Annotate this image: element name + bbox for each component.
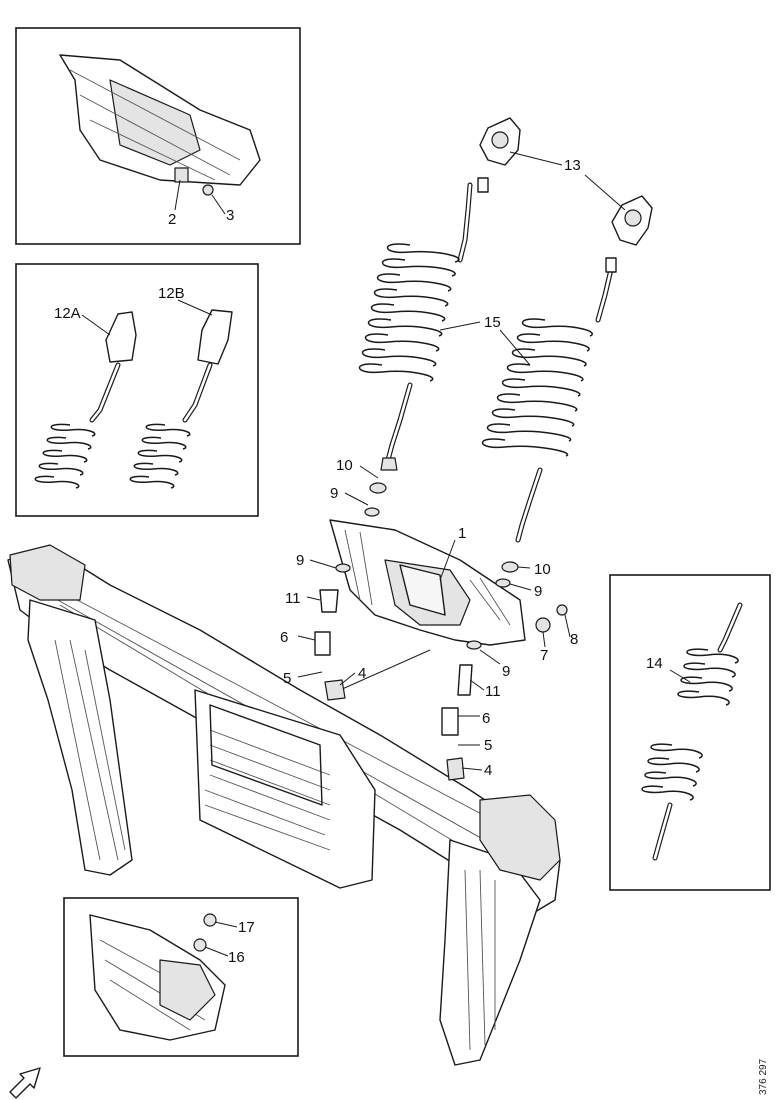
callout-16: 16 [228, 949, 245, 966]
small-fittings [314, 482, 568, 781]
callout-12a: 12A [54, 305, 81, 322]
callout-10-left: 10 [336, 457, 353, 474]
callout-1: 1 [458, 525, 466, 542]
callout-12b: 12B [158, 285, 185, 302]
callout-6-right: 6 [482, 710, 490, 727]
callout-5-right: 5 [484, 737, 492, 754]
callout-3: 3 [226, 207, 234, 224]
callout-15: 15 [484, 314, 501, 331]
callout-labels: 1 2 3 4 4 5 5 6 6 7 8 9 9 9 9 10 10 11 1… [54, 157, 663, 966]
inset-mid-left [15, 263, 259, 517]
inset-bottom-left [63, 897, 299, 1057]
trailer-connection-bracket [329, 519, 526, 691]
callout-4-right: 4 [484, 762, 492, 779]
callout-14: 14 [646, 655, 663, 672]
callout-7: 7 [540, 647, 548, 664]
leader-lines [81, 151, 691, 957]
callout-5-left: 5 [283, 670, 291, 687]
callout-8: 8 [570, 631, 578, 648]
callout-10-right: 10 [534, 561, 551, 578]
callout-17: 17 [238, 919, 255, 936]
front-direction-arrow-icon [9, 1067, 41, 1099]
callout-11-left: 11 [285, 590, 301, 607]
coupling-head-upper [477, 117, 521, 193]
left-coiled-air-hose [359, 182, 473, 471]
callout-9-right: 9 [534, 583, 542, 600]
right-coiled-air-hose [482, 262, 615, 543]
reference-code: 376 297 [758, 1058, 769, 1095]
callout-4-left: 4 [358, 665, 366, 682]
callout-6-left: 6 [280, 629, 288, 646]
callout-9-lower: 9 [502, 663, 510, 680]
coupling-head-lower [605, 195, 653, 273]
inset-right [609, 574, 771, 891]
callout-9-top: 9 [330, 485, 338, 502]
callout-13: 13 [564, 157, 581, 174]
callout-11-right: 11 [485, 683, 501, 700]
inset-top-left [15, 27, 301, 245]
callout-9-left: 9 [296, 552, 304, 569]
callout-2: 2 [168, 211, 176, 228]
chassis-frame [7, 544, 561, 1066]
